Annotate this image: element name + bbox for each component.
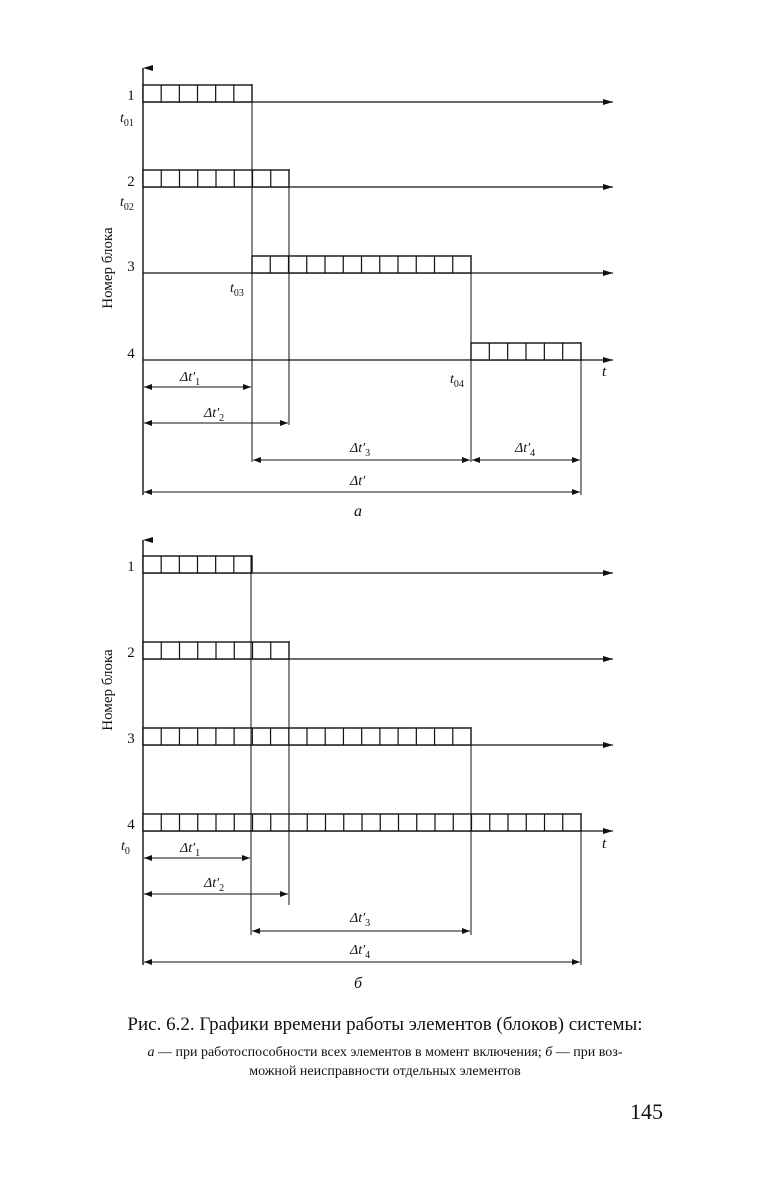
start-time-label: t04 — [450, 372, 464, 390]
caption-text-a: — при работоспособности всех элементов в… — [154, 1045, 545, 1060]
start-time-label: t0 — [121, 839, 130, 857]
row-number: 3 — [127, 731, 135, 747]
block-bar-4 — [143, 814, 581, 831]
row-number: 4 — [127, 817, 135, 833]
interval-label: Δt′1 — [179, 841, 200, 859]
interval-label: Δt′2 — [203, 876, 224, 894]
interval-label: Δt′ — [349, 474, 366, 489]
figure-caption-description: а — при работоспособности всех элементов… — [40, 1043, 730, 1081]
start-time-label: t01 — [120, 111, 134, 129]
caption-text-b: — при воз- — [552, 1045, 622, 1060]
row-number: 1 — [127, 88, 135, 104]
interval-label: Δt′1 — [179, 370, 200, 388]
interval-label: Δt′3 — [349, 441, 370, 459]
row-number: 2 — [127, 645, 135, 661]
row-number: 2 — [127, 174, 135, 190]
page-number: 145 — [630, 1099, 663, 1125]
interval-label: Δt′3 — [349, 911, 370, 929]
time-axis-label: t — [602, 836, 607, 852]
interval-label: Δt′4 — [349, 943, 370, 961]
row-number: 3 — [127, 259, 135, 275]
interval-label: Δt′2 — [203, 406, 224, 424]
interval-label: Δt′4 — [514, 441, 535, 459]
block-bar-1 — [143, 556, 252, 573]
figure-caption-title: Рис. 6.2. Графики времени работы элемент… — [40, 1014, 730, 1036]
block-bar-3 — [143, 728, 471, 745]
axis-label: Номер блока — [100, 227, 116, 309]
time-axis-label: t — [602, 364, 607, 380]
block-bar-3 — [252, 256, 471, 273]
caption-text-b-cont: можной неисправности отдельных элементов — [249, 1064, 520, 1079]
diagram-b: Номер блока 1 2 3 4 t0 t Δt′1 Δt′2 Δt′3 … — [100, 540, 613, 992]
panel-label: б — [354, 975, 363, 992]
start-time-label: t02 — [120, 195, 134, 213]
panel-label: а — [354, 503, 362, 520]
axis-label: Номер блока — [100, 649, 116, 731]
row-number: 1 — [127, 559, 135, 575]
block-bar-1 — [143, 85, 252, 102]
block-bar-2 — [143, 170, 289, 187]
diagram-a: Номер блока 1 2 3 4 t01 t02 t03 t04 t — [100, 68, 613, 520]
block-bar-4 — [471, 343, 581, 360]
row-number: 4 — [127, 346, 135, 362]
start-time-label: t03 — [230, 281, 244, 299]
block-bar-2 — [143, 642, 289, 659]
